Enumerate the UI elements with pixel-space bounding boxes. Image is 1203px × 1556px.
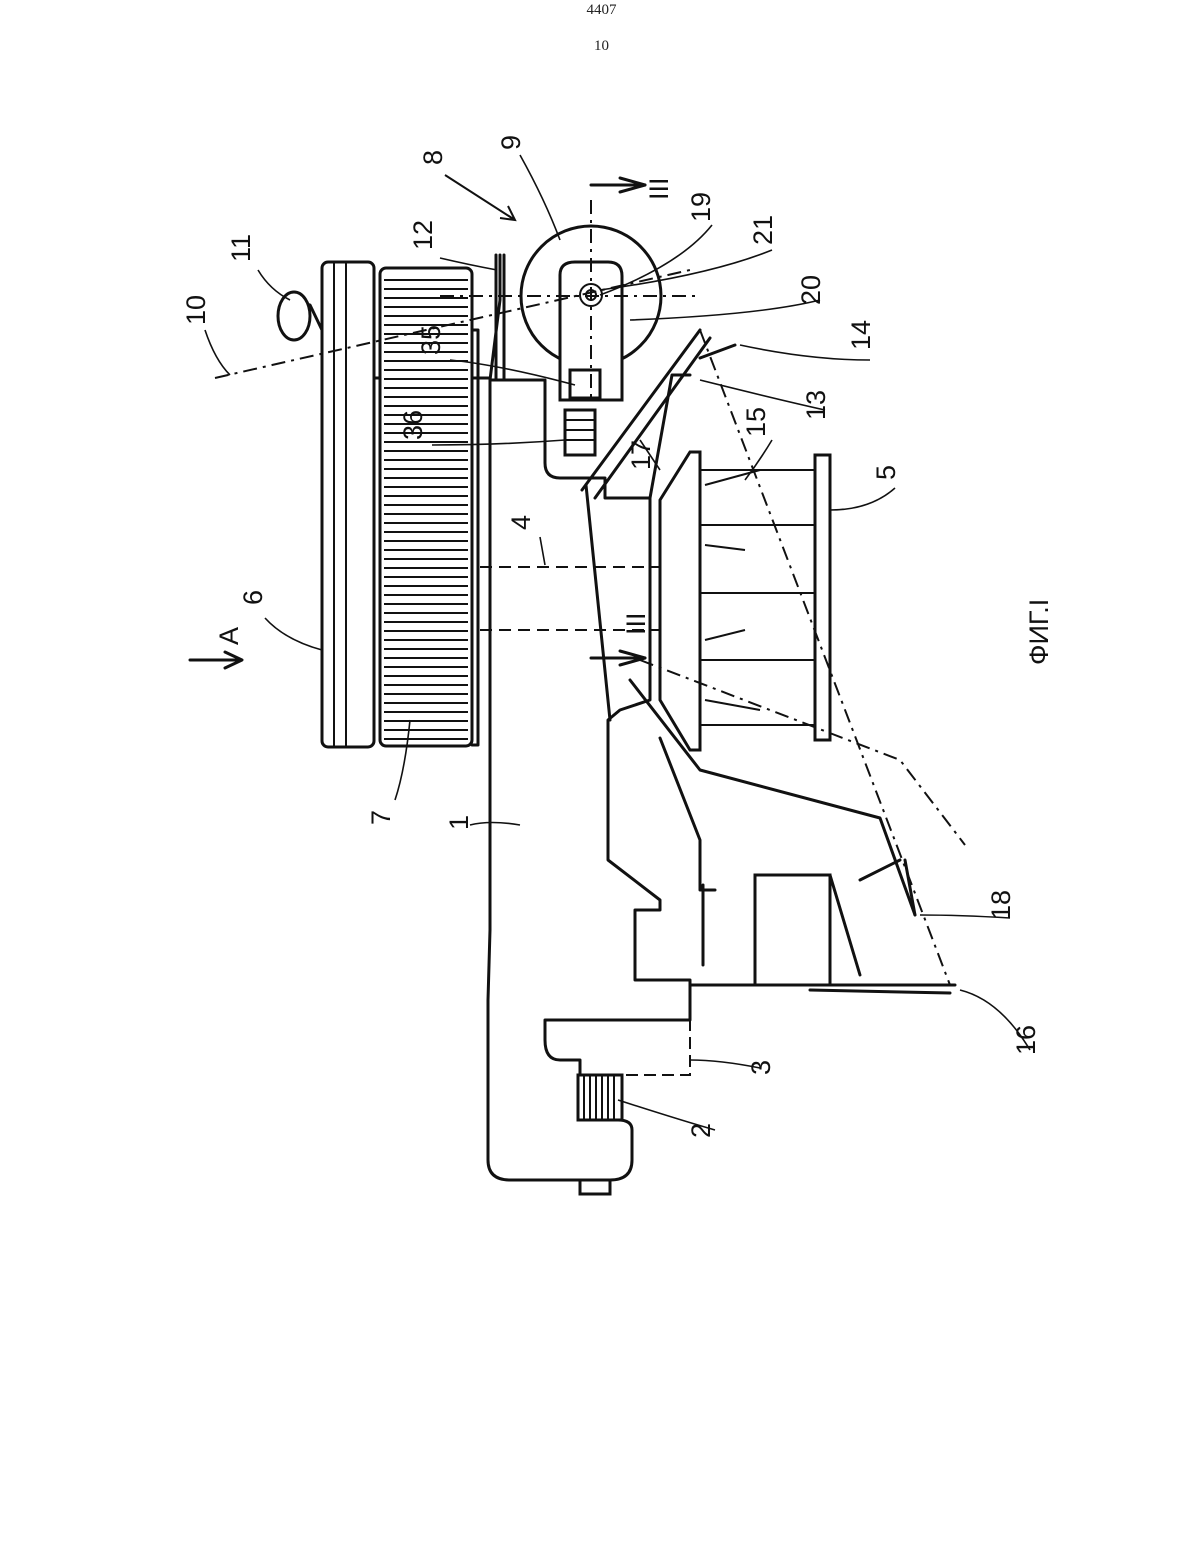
spool-5-bars (700, 470, 815, 725)
figure-caption: ФИГ.I (1024, 599, 1054, 665)
pulley-6 (322, 262, 374, 747)
spring-36 (565, 410, 595, 455)
label-35: 35 (416, 325, 446, 355)
label-12: 12 (408, 220, 438, 250)
nut-35 (570, 370, 600, 398)
label-19: 19 (686, 192, 716, 222)
label-36: 36 (398, 410, 428, 440)
bracket-lower (660, 738, 715, 890)
label-6: 6 (238, 590, 268, 605)
label-7: 7 (366, 810, 396, 825)
view-arrow-a (190, 652, 242, 668)
label-17: 17 (626, 440, 656, 470)
label-10: 10 (181, 295, 211, 325)
spool-5-flange (660, 452, 700, 750)
spool-5-base (815, 455, 830, 740)
label-15: 15 (741, 407, 771, 437)
spool-5-fingers (705, 470, 760, 710)
label-9: 9 (496, 135, 526, 150)
block-lower (755, 875, 830, 985)
lever-diag (586, 485, 610, 720)
section-label-bottom: III (621, 612, 651, 635)
label-20: 20 (796, 275, 826, 305)
label-4: 4 (506, 515, 536, 530)
label-a: A (214, 627, 244, 645)
arrow-8 (445, 175, 515, 220)
finger-18 (860, 860, 915, 915)
clamp-3 (545, 1020, 690, 1075)
label-3: 3 (746, 1060, 776, 1075)
label-11: 11 (226, 234, 256, 262)
label-8: 8 (418, 150, 448, 165)
knob-11 (278, 292, 310, 340)
label-14: 14 (846, 320, 876, 350)
label-21: 21 (748, 215, 778, 245)
label-5: 5 (871, 465, 901, 480)
finger-16 (690, 985, 955, 993)
knob-bottom (580, 1180, 610, 1194)
label-1: 1 (444, 815, 474, 830)
label-18: 18 (986, 890, 1016, 920)
section-label-top: III (644, 177, 674, 200)
